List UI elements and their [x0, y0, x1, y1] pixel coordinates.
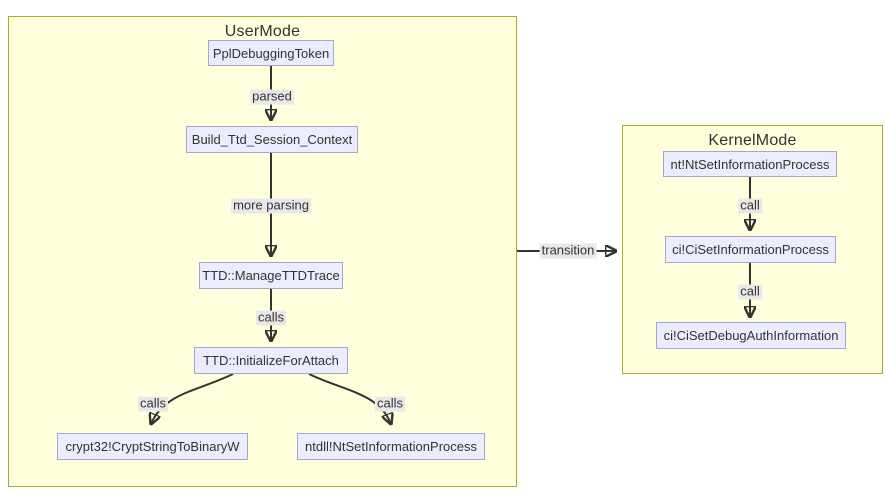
- edge-label-calls-manage: calls: [255, 309, 287, 326]
- node-ppl-debugging-token: PplDebuggingToken: [208, 40, 334, 66]
- edge-label-call-cidebug: call: [738, 283, 762, 300]
- node-nt-nt-set-information-process: nt!NtSetInformationProcess: [663, 151, 837, 177]
- node-ntdll-nt-set-information-process: ntdll!NtSetInformationProcess: [297, 433, 485, 460]
- node-ttd-initialize-for-attach: TTD::InitializeForAttach: [194, 347, 348, 374]
- edge-label-parsed: parsed: [250, 88, 294, 105]
- cluster-usermode-title: UserMode: [224, 23, 301, 40]
- node-crypt32-crypt-string-to-binary-w: crypt32!CryptStringToBinaryW: [57, 433, 248, 460]
- edge-label-call-ciset: call: [738, 197, 762, 214]
- node-ci-ci-set-debug-auth-information: ci!CiSetDebugAuthInformation: [656, 322, 846, 349]
- edge-label-calls-crypt: calls: [137, 395, 169, 412]
- edge-label-calls-ntdll: calls: [374, 395, 406, 412]
- node-ttd-manage-ttd-trace: TTD::ManageTTDTrace: [199, 262, 343, 289]
- node-build-ttd-session-context: Build_Ttd_Session_Context: [186, 126, 358, 153]
- cluster-usermode: UserMode: [8, 16, 517, 487]
- edge-label-more-parsing: more parsing: [231, 197, 311, 214]
- cluster-kernelmode-title: KernelMode: [708, 132, 797, 149]
- edge-label-transition: transition: [539, 242, 597, 259]
- node-ci-ci-set-information-process: ci!CiSetInformationProcess: [665, 236, 836, 263]
